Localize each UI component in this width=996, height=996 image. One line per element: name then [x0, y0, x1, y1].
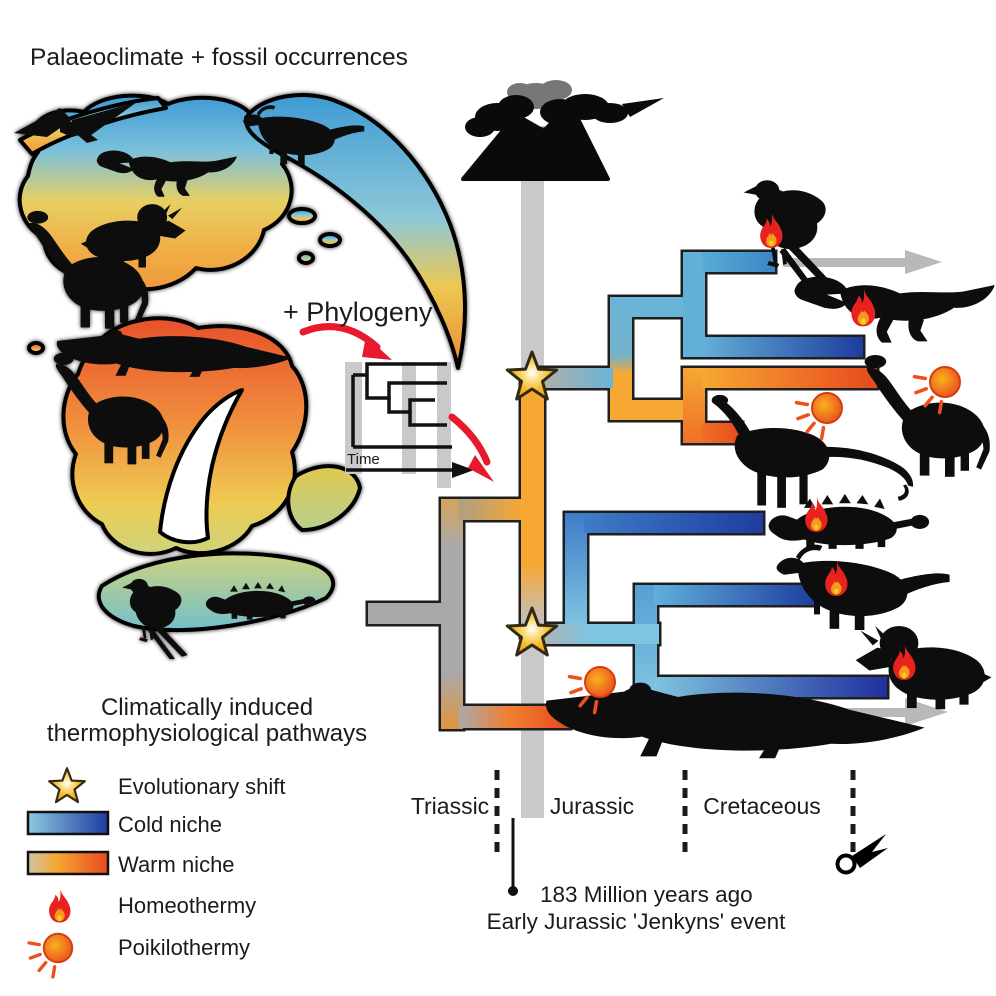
- cold-gradient-swatch: [26, 810, 110, 836]
- event-label-line2: Early Jurassic 'Jenkyns' event: [486, 909, 786, 934]
- island: [318, 232, 342, 248]
- event-callout-dot: [508, 886, 518, 896]
- bird-survival-arrow: [783, 250, 942, 274]
- island: [287, 207, 317, 225]
- timeline-axis: [494, 770, 888, 896]
- inset-time-axis-arrowhead: [452, 462, 474, 478]
- flame-icon: [49, 888, 71, 923]
- sun-icon: [794, 391, 844, 441]
- tyrannosaur-silhouette: [794, 276, 995, 343]
- inset-cladogram: [351, 362, 452, 449]
- thermophysiology-tree: [368, 180, 995, 759]
- phylogeny-label: + Phylogeny: [283, 297, 433, 327]
- period-label-jurassic: Jurassic: [549, 793, 635, 819]
- page-title: Palaeoclimate + fossil occurrences: [30, 44, 408, 71]
- legend-title-line2: thermophysiological pathways: [46, 720, 368, 747]
- annotation-arrows: [299, 323, 494, 482]
- southeast-landmass: [286, 464, 362, 532]
- bird-silhouette: [743, 180, 835, 292]
- legend-icons: [26, 767, 110, 979]
- legend-label-warm-niche: Warm niche: [118, 852, 235, 877]
- ankylosaur-silhouette: [768, 493, 930, 549]
- south-landmass: [61, 316, 309, 556]
- meteor-icon: [835, 834, 888, 875]
- red-arrow-icon: [448, 413, 491, 466]
- continental-rift: [158, 388, 244, 545]
- event-label-line1: 183 Million years ago: [540, 882, 753, 907]
- legend-label-poikilothermy: Poikilothermy: [118, 935, 251, 960]
- star-icon: [48, 767, 86, 804]
- sun-icon: [27, 932, 74, 979]
- legend-title-line1: Climatically induced: [100, 694, 314, 721]
- period-label-cretaceous: Cretaceous: [703, 793, 821, 819]
- legend-label-cold-niche: Cold niche: [118, 812, 222, 837]
- island: [27, 341, 45, 355]
- warm-gradient-swatch: [26, 850, 110, 876]
- phylogeny-inset: [345, 362, 474, 488]
- island: [297, 251, 315, 265]
- palaeogeographic-map: [14, 93, 467, 660]
- legend-label-homeothermy: Homeothermy: [118, 893, 257, 918]
- volcano-icon: [461, 80, 664, 181]
- legend-label-evolutionary-shift: Evolutionary shift: [118, 774, 286, 799]
- period-label-triassic: Triassic: [410, 793, 490, 819]
- inset-time-axis-label: Time: [347, 451, 380, 468]
